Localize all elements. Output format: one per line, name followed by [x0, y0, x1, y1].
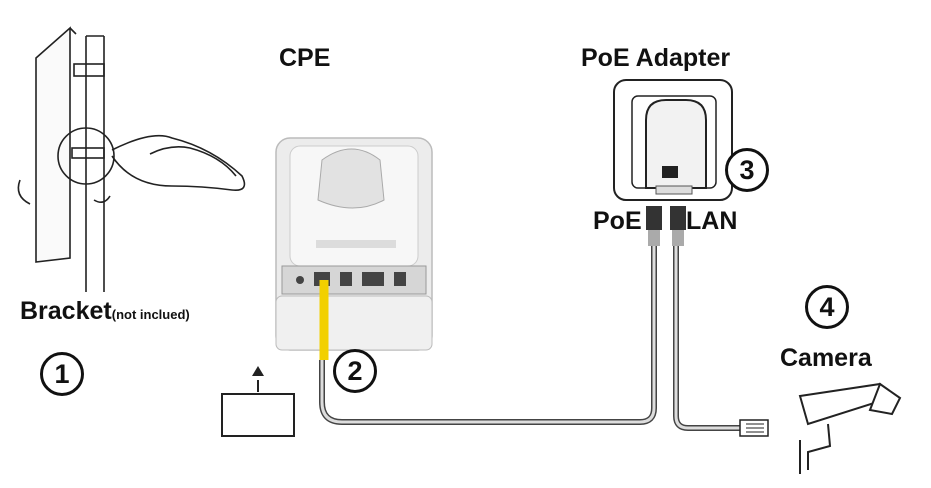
lan-cable	[673, 246, 769, 437]
cpe-ethernet-cable	[319, 246, 657, 425]
cpe-label: CPE	[279, 44, 331, 72]
poe-port-label: PoE	[593, 207, 642, 235]
cover-piece-illustration	[221, 366, 295, 437]
lan-port-label: LAN	[686, 207, 738, 235]
poe-adapter-illustration	[613, 79, 733, 246]
bracket-note: (not inclued)	[111, 307, 190, 322]
camera-label: Camera	[780, 344, 872, 372]
cpe-device-illustration	[275, 137, 433, 351]
step-1-badge: 1	[40, 352, 84, 396]
step-4-badge: 4	[805, 285, 849, 329]
poe-adapter-label: PoE Adapter	[581, 44, 731, 72]
camera-illustration	[798, 382, 902, 474]
step-3-badge: 3	[725, 148, 769, 192]
bracket-label: Bracket(not inclued)	[20, 297, 190, 326]
bracket-pole-illustration	[17, 26, 246, 292]
bracket-label-text: Bracket	[20, 297, 112, 325]
step-2-badge: 2	[333, 349, 377, 393]
